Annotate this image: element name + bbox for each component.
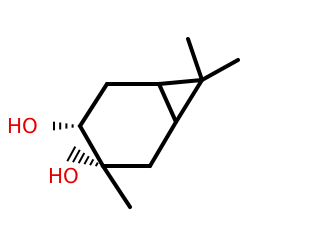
hashed-wedge-bond-upper xyxy=(53,121,80,131)
ring-bond-c4-c5 xyxy=(157,82,178,124)
cyclopropane-bond-c4-c7 xyxy=(157,78,204,86)
methyl-bond-upper xyxy=(186,37,204,82)
ring-bond-c2-c3 xyxy=(78,82,109,128)
hydroxyl-label-upper: HO xyxy=(7,114,38,138)
cyclopropane-bond-c5-c7 xyxy=(174,78,204,124)
ring-bond-c5-c6 xyxy=(148,120,178,168)
methyl-bond-right xyxy=(200,58,240,82)
hashed-wedge-bond-lower xyxy=(66,146,104,168)
ring-bond-c1-c2 xyxy=(78,124,105,168)
methyl-bond-lower xyxy=(101,164,132,209)
molecule-structure: HO HO xyxy=(7,37,240,209)
hydroxyl-label-lower: HO xyxy=(48,164,79,188)
